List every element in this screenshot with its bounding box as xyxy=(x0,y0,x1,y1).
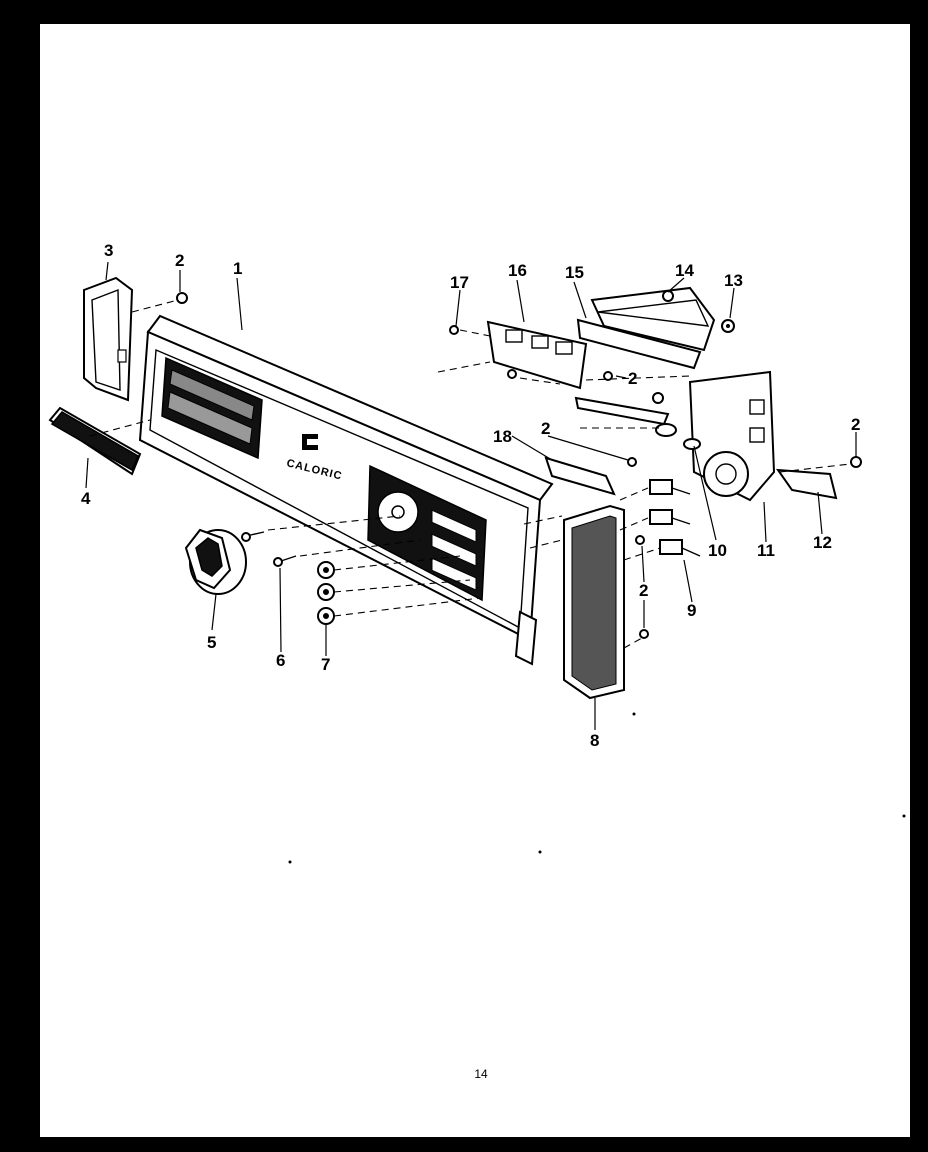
leader-lines xyxy=(85,261,857,730)
board-part-16 xyxy=(486,320,588,390)
knob-part-5 xyxy=(184,528,247,595)
callout-2: 2 xyxy=(175,251,184,270)
callout-10: 10 xyxy=(708,541,727,560)
callout-18: 18 xyxy=(493,427,512,446)
callout-3: 3 xyxy=(104,241,113,260)
cam-part-10 xyxy=(655,423,701,450)
callout-15: 15 xyxy=(565,263,584,282)
callout-12: 12 xyxy=(813,533,832,552)
nut-part-13 xyxy=(721,319,735,333)
assembly-lines xyxy=(89,299,851,649)
callout-9: 9 xyxy=(687,601,696,620)
screws-part-6 xyxy=(241,531,297,567)
bracket-part-14 xyxy=(590,286,716,352)
callout-8: 8 xyxy=(590,731,599,750)
callout-11: 11 xyxy=(757,541,775,560)
button-bar-part-4 xyxy=(48,406,142,476)
scan-marks xyxy=(288,36,920,864)
callout-5: 5 xyxy=(207,633,216,652)
callout-2-screw-upper: 2 xyxy=(628,369,637,388)
control-panel-part-1: CALORIC xyxy=(138,314,554,666)
bracket-part-12 xyxy=(775,468,838,500)
nuts-part-7 xyxy=(317,561,335,625)
callout-7: 7 xyxy=(321,655,330,674)
callout-2-screw-18: 2 xyxy=(541,419,550,438)
bracket-part-18 xyxy=(544,456,616,496)
lens-panel-part-8 xyxy=(563,504,625,700)
callout-2-screw-lower: 2 xyxy=(639,581,648,600)
callout-14: 14 xyxy=(675,261,694,280)
screws-part-2 xyxy=(176,292,862,639)
callout-17: 17 xyxy=(450,273,469,292)
bracket-part-15 xyxy=(576,318,702,370)
switches-part-9 xyxy=(649,479,701,557)
callout-16: 16 xyxy=(508,261,527,280)
callout-1: 1 xyxy=(233,259,242,278)
callout-2-screw-right: 2 xyxy=(851,415,860,434)
timer-part-11 xyxy=(688,370,776,502)
callout-4: 4 xyxy=(81,489,91,508)
callouts: 3 2 1 4 5 6 7 8 9 10 11 12 13 14 15 16 1… xyxy=(81,241,860,750)
page-number: 14 xyxy=(474,1067,488,1081)
callout-13: 13 xyxy=(724,271,743,290)
end-cap-part-3 xyxy=(83,276,134,402)
callout-6: 6 xyxy=(276,651,285,670)
